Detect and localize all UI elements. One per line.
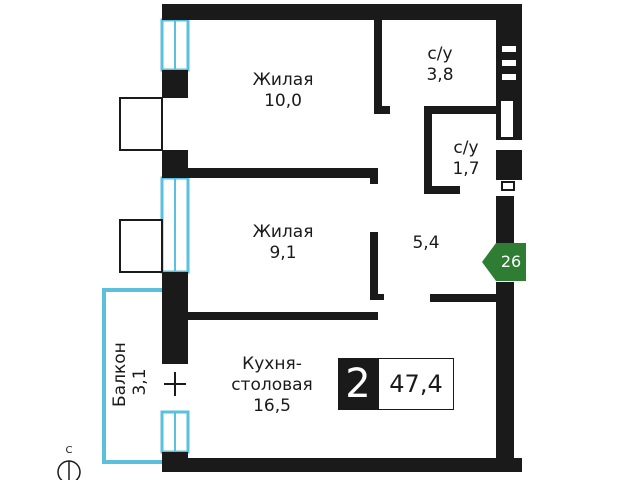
wall-right <box>496 282 514 462</box>
room-hall-area: 5,4 <box>412 233 440 253</box>
wall-right <box>496 150 522 180</box>
room-kitchen-name-1: Кухня- <box>242 354 302 374</box>
apartment-number: 26 <box>500 252 522 271</box>
wall-left-pier <box>162 70 188 98</box>
compass-icon: С <box>56 445 82 484</box>
wall-bath1-bottom <box>374 106 390 114</box>
room-bath2-name: с/у <box>453 138 479 158</box>
balcony-outline <box>102 288 162 464</box>
wall-living2-right-stub <box>370 294 384 300</box>
room-bath1-area: 3,8 <box>426 65 454 85</box>
compass-letter: С <box>65 445 73 456</box>
room-living1-label: Жилая 10,0 <box>233 70 333 112</box>
rooms-count-badge: 2 <box>338 358 378 410</box>
wall-rooms-divider-end <box>370 168 378 184</box>
wall-left-pier <box>162 150 188 178</box>
wall-top <box>162 4 522 20</box>
room-living2-label: Жилая 9,1 <box>233 222 333 264</box>
room-hall-label: 5,4 <box>396 233 456 254</box>
balcony-door <box>119 97 163 151</box>
room-kitchen-name-2: столовая <box>231 375 313 395</box>
balcony-door <box>119 219 163 273</box>
vent-slot <box>502 74 516 80</box>
room-balcony-name: Балкон <box>110 342 130 407</box>
vent-slot <box>499 99 515 139</box>
wall-bath2-left <box>424 106 432 186</box>
room-living1-area: 10,0 <box>264 91 302 111</box>
wall-bath2-bottom <box>424 186 460 194</box>
wall-bath1-left <box>374 20 382 114</box>
vent-slot <box>501 181 515 191</box>
room-living2-area: 9,1 <box>269 243 297 263</box>
wall-living2-right <box>370 232 378 300</box>
room-bath1-name: с/у <box>427 44 453 64</box>
vent-slot <box>502 46 516 52</box>
room-bath2-label: с/у 1,7 <box>436 138 496 180</box>
room-balcony-label: Балкон 3,1 <box>110 342 150 407</box>
room-living2-name: Жилая <box>252 222 314 242</box>
vent-slot <box>502 60 516 66</box>
total-area: 47,4 <box>378 358 454 410</box>
room-living1-name: Жилая <box>252 70 314 90</box>
room-bath2-area: 1,7 <box>452 159 480 179</box>
wall-rooms-divider <box>188 168 378 178</box>
room-balcony-area: 3,1 <box>130 368 150 396</box>
room-kitchen-label: Кухня- столовая 16,5 <box>212 354 332 417</box>
wall-kitchen-top <box>188 312 378 320</box>
tag-shape <box>482 243 526 281</box>
apartment-number-tag: 26 <box>482 243 526 281</box>
wall-bottom <box>162 458 522 472</box>
wall-left-pier <box>162 452 188 462</box>
wall-right <box>496 196 514 246</box>
room-kitchen-area: 16,5 <box>253 396 291 416</box>
wall-left-pier <box>162 272 188 364</box>
wall-hall-stub <box>430 294 496 302</box>
wall-left-stub <box>162 4 170 20</box>
wall-bath1-floor <box>424 106 496 114</box>
room-bath1-label: с/у 3,8 <box>410 44 470 86</box>
